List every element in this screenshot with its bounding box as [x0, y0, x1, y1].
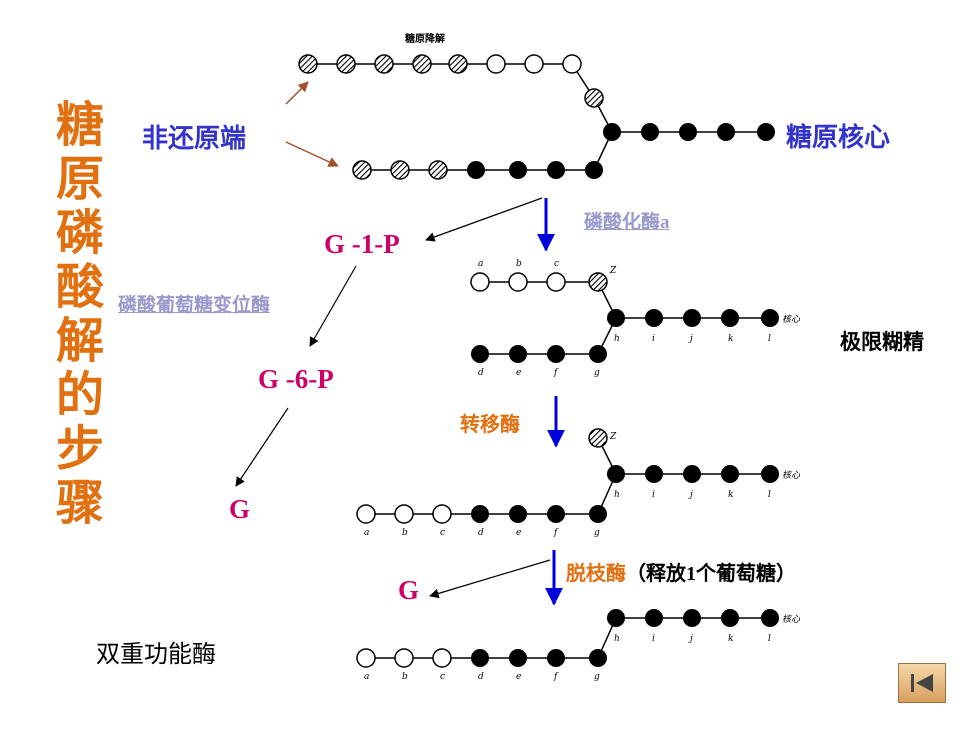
core-label-small: 核心: [782, 315, 801, 325]
glucose-unit: [448, 54, 468, 74]
back-to-start-button[interactable]: [898, 663, 946, 703]
unit-letter: k: [728, 490, 734, 500]
title-char: 骤: [55, 475, 104, 531]
arrow-to-bottom-chain: [285, 141, 339, 167]
core-label-small: 核心: [782, 615, 801, 625]
glucose-unit: [603, 123, 621, 141]
glucose-unit: [352, 160, 372, 180]
z-label: Z: [610, 432, 617, 442]
glucose-unit: [298, 54, 318, 74]
unit-letter: a: [364, 672, 370, 682]
glucose-unit: [412, 54, 432, 74]
unit-letter: l: [768, 334, 771, 344]
debranched-structure: [356, 609, 779, 668]
arrow-to-g-released: [429, 559, 551, 599]
glucose-unit: [641, 123, 659, 141]
unit-letter: k: [728, 634, 734, 644]
unit-letter: g: [594, 368, 600, 378]
glucose-unit: [717, 123, 735, 141]
title-char: 原: [55, 151, 104, 207]
glucose-unit: [428, 160, 448, 180]
glucose-unit: [390, 160, 410, 180]
title-char: 糖: [55, 97, 104, 153]
glucose-unit: [509, 161, 527, 179]
limit-dextrin-structure: [470, 272, 779, 363]
glycogen-core-label: 糖原核心: [786, 123, 891, 153]
arrow-to-top-chain: [285, 81, 309, 105]
g6p-label: G -6-P: [258, 364, 334, 394]
debranching-note: （释放1个葡萄糖）: [626, 563, 796, 585]
transferred-structure: [356, 428, 779, 524]
unit-letter: i: [652, 634, 655, 644]
unit-letter: h: [614, 490, 620, 500]
debranching-line: 脱枝酶（释放1个葡萄糖）: [566, 557, 796, 586]
arrow-g6p-to-g: [235, 407, 289, 487]
unit-letter: e: [516, 368, 522, 378]
unit-letter: c: [554, 259, 560, 269]
unit-letter: d: [478, 672, 484, 682]
glucose-unit: [374, 54, 394, 74]
arrow-to-g1p: [425, 197, 543, 242]
g1p-label: G -1-P: [324, 229, 400, 259]
glucose-unit: [757, 123, 775, 141]
top-structure: [298, 54, 775, 180]
title-char: 酸: [55, 259, 104, 315]
glucose-unit: [486, 54, 506, 74]
unit-letter: b: [402, 672, 408, 682]
non-reducing-end-label: 非还原端: [142, 124, 247, 154]
top-caption: 糖原降解: [405, 34, 445, 45]
unit-letter: a: [364, 528, 370, 538]
phosphoglucomutase-link[interactable]: 磷酸葡萄糖变位酶: [118, 295, 271, 316]
unit-letter: l: [768, 490, 771, 500]
branch-point: [584, 88, 604, 108]
unit-letter: g: [594, 528, 600, 538]
transferase-label: 转移酶: [460, 412, 520, 436]
unit-letter: e: [516, 528, 522, 538]
unit-letter: k: [728, 334, 734, 344]
glucose-unit: [467, 161, 485, 179]
unit-letter: c: [440, 528, 446, 538]
glucose-unit: [524, 54, 544, 74]
unit-letter: j: [690, 334, 693, 344]
unit-letter: j: [690, 490, 693, 500]
unit-letter: b: [402, 528, 408, 538]
unit-letter: e: [516, 672, 522, 682]
title-char: 的: [55, 367, 104, 423]
title-char: 步: [55, 421, 104, 477]
unit-letter: f: [554, 528, 558, 538]
limit-dextrin-label: 极限糊精: [840, 330, 924, 354]
unit-letter: i: [652, 334, 655, 344]
unit-letter: h: [614, 334, 620, 344]
vertical-title: 糖 原 磷 酸 解 的 步 骤: [50, 98, 110, 530]
z-label: Z: [610, 266, 617, 276]
arrow-g1p-to-g6p: [309, 265, 357, 347]
unit-letter: h: [614, 634, 620, 644]
released-glucose-label: G: [398, 575, 420, 605]
unit-letter: i: [652, 490, 655, 500]
unit-letter: g: [594, 672, 600, 682]
phosphorylase-link[interactable]: 磷酸化酶a: [584, 212, 670, 233]
unit-letter: b: [516, 259, 522, 269]
unit-letter: a: [478, 259, 484, 269]
debranching-label: 脱枝酶: [566, 561, 626, 585]
title-char: 解: [55, 313, 104, 369]
core-label-small: 核心: [782, 471, 801, 481]
unit-letter: c: [440, 672, 446, 682]
glucose-unit: [562, 54, 582, 74]
unit-letter: j: [690, 634, 693, 644]
glucose-unit: [547, 161, 565, 179]
unit-letter: f: [554, 672, 558, 682]
glucose-unit: [336, 54, 356, 74]
title-char: 磷: [55, 205, 104, 261]
glucose-label: G: [229, 494, 251, 524]
unit-letter: d: [478, 368, 484, 378]
unit-letter: d: [478, 528, 484, 538]
glucose-unit: [679, 123, 697, 141]
glucose-unit: [585, 161, 603, 179]
unit-letter: f: [554, 368, 558, 378]
bifunctional-enzyme-label: 双重功能酶: [96, 640, 216, 668]
unit-letter: l: [768, 634, 771, 644]
skip-back-icon: [911, 674, 933, 692]
